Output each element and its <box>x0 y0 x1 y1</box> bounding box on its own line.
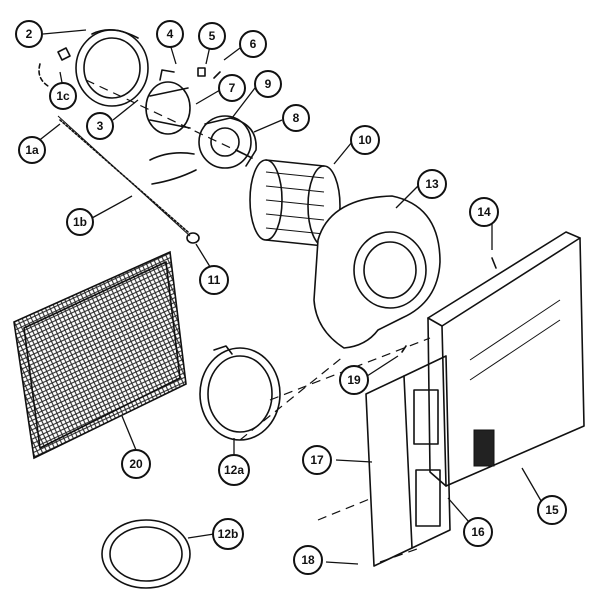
part-9-motor <box>198 115 257 169</box>
callout-5: 5 <box>198 22 226 50</box>
callout-16-label: 16 <box>471 525 485 539</box>
part-8-mounting-strap <box>149 152 197 185</box>
part-15-cabinet <box>427 231 585 487</box>
callout-7-label: 7 <box>229 81 236 95</box>
part-6-screw <box>213 71 221 79</box>
alignment-lines <box>85 79 431 563</box>
part-12b-adapter-ring <box>101 519 191 589</box>
callout-1c: 1c <box>49 82 77 110</box>
part-12a-adapter-ring <box>199 345 281 441</box>
part-3-motor-bracket <box>145 69 191 135</box>
callout-7: 7 <box>218 74 246 102</box>
callout-1b: 1b <box>66 208 94 236</box>
callout-12a: 12a <box>218 454 250 486</box>
callout-19: 19 <box>339 365 369 395</box>
callout-1c-label: 1c <box>56 89 70 103</box>
callout-18-label: 18 <box>301 553 315 567</box>
callout-2-label: 2 <box>26 27 33 41</box>
callout-14-label: 14 <box>477 205 491 219</box>
callout-19-label: 19 <box>347 373 361 387</box>
callout-12b: 12b <box>212 518 244 550</box>
callout-6: 6 <box>239 30 267 58</box>
part-2-front-ring <box>75 29 149 107</box>
callout-1b-label: 1b <box>73 215 87 229</box>
callout-1a-label: 1a <box>25 143 39 157</box>
callout-20-label: 20 <box>129 457 143 471</box>
callout-17: 17 <box>302 445 332 475</box>
callout-13: 13 <box>417 169 447 199</box>
callout-4-label: 4 <box>167 27 174 41</box>
callout-13-label: 13 <box>425 177 439 191</box>
part-1b-heating-coil <box>57 115 191 237</box>
callout-17-label: 17 <box>310 453 324 467</box>
callout-16: 16 <box>463 517 493 547</box>
callout-10: 10 <box>350 125 380 155</box>
part-14-screw <box>491 257 497 269</box>
callout-8: 8 <box>282 104 310 132</box>
callout-14: 14 <box>469 197 499 227</box>
callout-12a-label: 12a <box>224 463 244 477</box>
callout-2: 2 <box>15 20 43 48</box>
callout-18: 18 <box>293 545 323 575</box>
part-20-filter <box>13 250 187 460</box>
callout-9-label: 9 <box>265 77 272 91</box>
part-1c-clip <box>38 47 71 87</box>
part-13-blower-housing <box>313 195 441 349</box>
callout-15: 15 <box>537 495 567 525</box>
callout-11: 11 <box>199 265 229 295</box>
callout-12b-label: 12b <box>218 527 239 541</box>
part-19-screw <box>401 345 407 353</box>
callout-9: 9 <box>254 70 282 98</box>
callout-3: 3 <box>86 112 114 140</box>
callout-6-label: 6 <box>250 37 257 51</box>
part-5-grommet <box>197 67 206 77</box>
callout-8-label: 8 <box>293 111 300 125</box>
callout-3-label: 3 <box>97 119 104 133</box>
callout-10-label: 10 <box>358 133 372 147</box>
callout-4: 4 <box>156 20 184 48</box>
callout-11-label: 11 <box>208 273 221 287</box>
callout-5-label: 5 <box>209 29 216 43</box>
callout-20: 20 <box>121 449 151 479</box>
part-11-nut <box>186 232 200 244</box>
part-17-side-panel <box>365 355 451 567</box>
callout-15-label: 15 <box>545 503 559 517</box>
callout-1a: 1a <box>18 136 46 164</box>
